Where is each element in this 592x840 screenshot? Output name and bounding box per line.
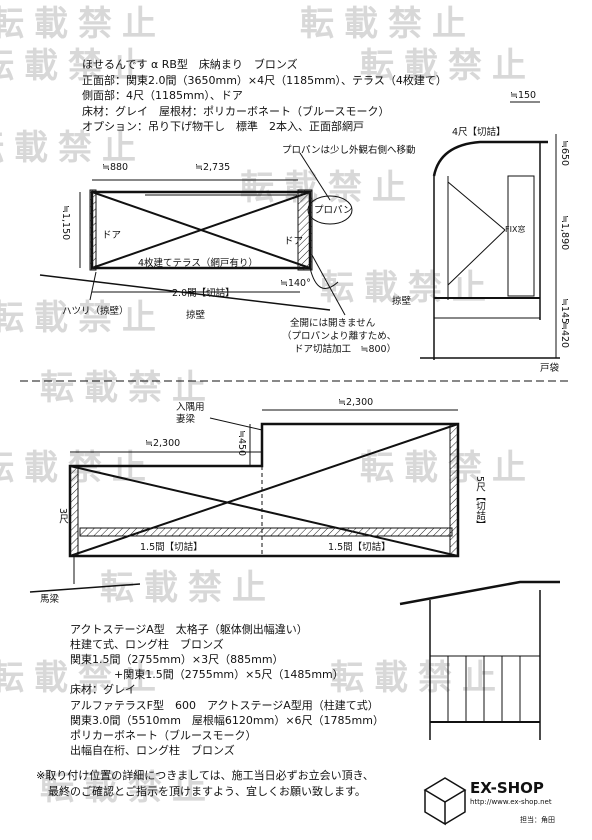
hatsuri-label: ハツリ（掠壁） bbox=[62, 306, 129, 317]
door-left-label: ドア bbox=[102, 230, 122, 241]
plan-wall-label: 掠壁 bbox=[186, 310, 206, 321]
dim-650-label: ≒650 bbox=[559, 140, 570, 167]
watermark-row-2b: 転載禁止 bbox=[360, 46, 536, 86]
spec-top-line2: 正面部：関東2.0間（3650mm）×4尺（1185mm）、テラス（4枚建て） bbox=[82, 73, 447, 87]
top-plan-cross-2 bbox=[91, 191, 311, 269]
dim-1150-label: ≒1,150 bbox=[60, 205, 71, 241]
top-plan-right-post bbox=[297, 189, 313, 271]
angle-label: ≒140° bbox=[280, 278, 311, 289]
staff-label: 担当：角田 bbox=[520, 816, 555, 824]
spec-bottom-line9: 出幅自在桁、ロング柱 ブロンズ bbox=[70, 744, 235, 757]
dim-2300-left-label: ≒2,300 bbox=[145, 438, 181, 449]
watermark-row-5: 転載禁止 bbox=[40, 368, 216, 408]
dim-880-label: ≒880 bbox=[102, 162, 129, 173]
hatsuri-leader bbox=[89, 271, 97, 301]
bottom-left-post bbox=[69, 465, 79, 557]
footer-note: ※取り付け位置の詳細につきましては、施工当日必ずお立会い頂き、 最終のご確認とご… bbox=[36, 768, 374, 800]
top-wall-line bbox=[39, 274, 331, 311]
footer-note-2: 最終のご確認とご指示を頂けますよう、宜しくお願い致します。 bbox=[48, 785, 366, 798]
spec-bottom-line5: 床材：グレイ bbox=[70, 683, 136, 696]
elev-diag-1 bbox=[447, 181, 506, 231]
terrace-roof bbox=[399, 580, 560, 606]
depth-label: 4尺【切詰】 bbox=[452, 127, 506, 138]
corner-beam-label-1: 入隅用 bbox=[176, 402, 205, 413]
dim-1890-label: ≒1,890 bbox=[559, 215, 570, 251]
watermark-row-8: 転載禁止 bbox=[0, 658, 166, 698]
spec-top-line1: ほせるんです α RB型 床納まり ブロンズ bbox=[82, 58, 298, 71]
watermark-row-1b: 転載禁止 bbox=[300, 4, 476, 44]
propane-label: プロパン bbox=[314, 205, 353, 216]
top-elevation-view bbox=[420, 101, 560, 360]
spec-top-line5: オプション：吊り下げ物干し 標準 2本入、正面部網戸 bbox=[82, 120, 364, 133]
watermark-row-8b: 転載禁止 bbox=[330, 658, 506, 698]
spec-top-line4: 床材：グレイ 屋根材：ポリカーボネート（ブルースモーク） bbox=[82, 104, 390, 118]
top-width-label: 2.0間【切詰】 bbox=[172, 288, 235, 299]
bottom-elevation-view bbox=[399, 580, 560, 740]
dim-450-label: ≒450 bbox=[236, 430, 247, 457]
fix-window bbox=[507, 175, 535, 297]
open-note-3: ドア切詰加工 ≒800） bbox=[294, 344, 397, 355]
terrace-label: 4枚建てテラス（網戸有り） bbox=[138, 258, 258, 269]
watermark-row-7: 転載禁止 bbox=[100, 568, 276, 608]
watermark-row-3b: 転載禁止 bbox=[240, 168, 416, 208]
spec-bottom-line3: 関東1.5間（2755mm）×3尺（885mm） bbox=[70, 653, 284, 666]
elevation-wall-label: 掠壁 bbox=[392, 296, 412, 307]
watermark-row-4: 転載禁止 bbox=[0, 298, 166, 338]
bottom-right-post bbox=[449, 423, 459, 557]
watermark-row-1: 転載禁止 bbox=[0, 4, 166, 44]
width-a-label: 1.5間【切詰】 bbox=[140, 542, 203, 553]
spec-bottom-b: アルファテラスF型 600 アクトステージA型用（柱建て式） 関東3.0間（55… bbox=[70, 698, 384, 758]
watermark-row-6b: 転載禁止 bbox=[360, 448, 536, 488]
brand-url: http://www.ex-shop.net bbox=[470, 798, 552, 806]
spec-bottom-line1: アクトステージA型 太格子（躯体側出幅違い） bbox=[70, 623, 308, 636]
elev-deck bbox=[433, 297, 541, 319]
spec-top: ほせるんです α RB型 床納まり ブロンズ 正面部：関東2.0間（3650mm… bbox=[82, 57, 447, 135]
bottom-cross-1 bbox=[69, 465, 459, 557]
dim-145-label: ≒145 bbox=[559, 298, 570, 325]
bottom-ground bbox=[29, 583, 141, 593]
ex-shop-logo-mark bbox=[423, 777, 467, 826]
spec-bottom-line2: 柱建て式、ロング柱 ブロンズ bbox=[70, 638, 224, 651]
spec-bottom-line6: アルファテラスF型 600 アクトステージA型用（柱建て式） bbox=[70, 699, 379, 712]
open-note-1: 全開には開きません bbox=[290, 318, 376, 329]
terrace-railing bbox=[429, 655, 541, 723]
dim-150-label: ≒150 bbox=[510, 90, 537, 101]
right-depth-label: 5尺【切詰】 bbox=[474, 476, 485, 530]
footer-note-1: ※取り付け位置の詳細につきましては、施工当日必ずお立会い頂き、 bbox=[36, 769, 374, 782]
bottom-floor-band bbox=[79, 527, 453, 537]
door-right-label: ドア bbox=[284, 236, 304, 247]
spec-top-line3: 側面部：4尺（1185mm）、ドア bbox=[82, 89, 243, 102]
spec-bottom-line7: 関東3.0間（5510mm 屋根幅6120mm）×6尺（1785mm） bbox=[70, 714, 384, 727]
brand-logo-text: EX-SHOP bbox=[470, 779, 544, 797]
top-plan-view bbox=[39, 152, 353, 316]
left-depth-label: 3尺 bbox=[57, 508, 68, 524]
roof-curve bbox=[432, 140, 548, 177]
propane-note: プロパンは少し外観右側へ移動 bbox=[282, 145, 416, 156]
spec-bottom-line4: +関東1.5間（2755mm）×5尺（1485mm） bbox=[114, 668, 344, 681]
elev-diag-2 bbox=[447, 229, 506, 286]
spec-bottom-line8: ポリカーボネート（ブルースモーク） bbox=[70, 729, 257, 742]
dim-2735-label: ≒2,735 bbox=[195, 162, 231, 173]
propane-circle bbox=[307, 195, 353, 225]
dim-2300-top-label: ≒2,300 bbox=[338, 397, 374, 408]
spec-bottom-a: アクトステージA型 太格子（躯体側出幅違い） 柱建て式、ロング柱 ブロンズ 関東… bbox=[70, 622, 344, 697]
open-note-leader bbox=[311, 254, 346, 316]
tobukuro-label: 戸袋 bbox=[540, 363, 560, 374]
corner-beam-label-2: 妻梁 bbox=[176, 414, 196, 425]
watermark-row-3: 転載禁止 bbox=[0, 128, 146, 168]
umabari-label: 馬梁 bbox=[40, 594, 60, 605]
width-b-label: 1.5間【切詰】 bbox=[328, 542, 391, 553]
bottom-plan-view bbox=[29, 409, 460, 593]
propane-leader bbox=[299, 152, 331, 201]
open-note-2: （プロパンより離すため、 bbox=[282, 331, 397, 342]
door-swing-arc bbox=[309, 267, 339, 289]
dim-420-label: ≒420 bbox=[559, 322, 570, 349]
corner-beam-leader bbox=[209, 417, 263, 431]
fix-window-label: FIX窓 bbox=[505, 225, 526, 234]
watermark-row-2: 転載禁止 bbox=[0, 46, 156, 86]
watermark-row-9: 転載禁止 bbox=[40, 768, 216, 808]
top-plan-left-post bbox=[89, 189, 97, 271]
